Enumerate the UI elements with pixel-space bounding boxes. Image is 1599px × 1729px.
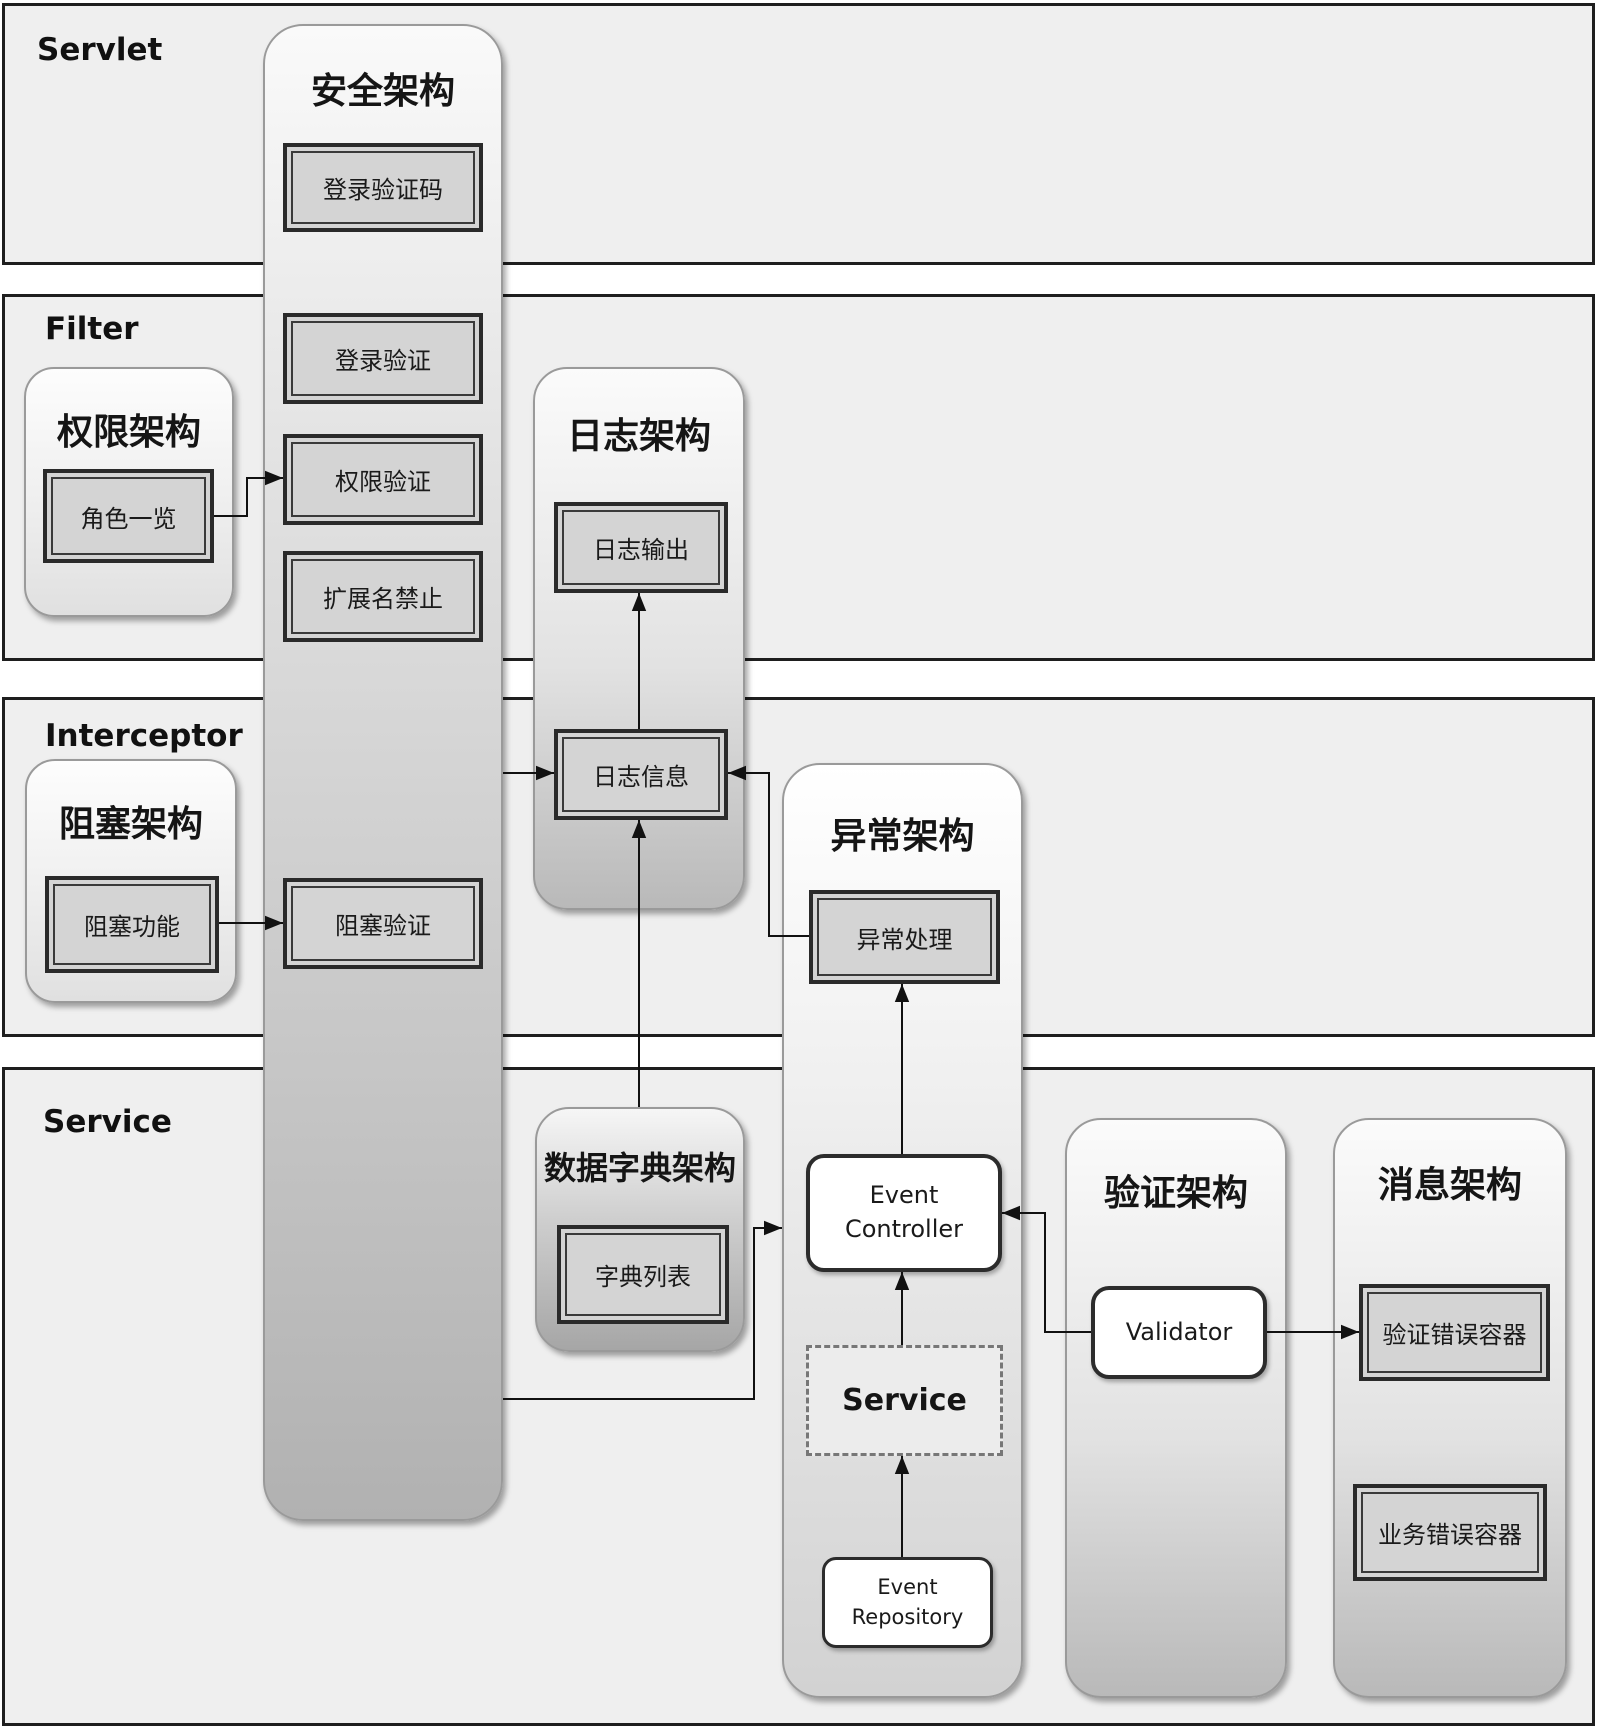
event-controller-label-line1: Event [869, 1181, 939, 1210]
layer-title-service: Service [43, 1104, 172, 1140]
message-architecture-title: 消息架构 [1377, 1165, 1522, 1206]
event-repository-label-line1: Event [877, 1575, 938, 1600]
dict-list-module[interactable]: 字典列表 [557, 1225, 729, 1324]
exception-handling-module[interactable]: 异常处理 [809, 890, 1000, 984]
blocking-architecture-title: 阻塞架构 [58, 804, 203, 845]
layer-filter: Filter [2, 294, 1595, 661]
validation-error-container-module[interactable]: 验证错误容器 [1359, 1284, 1550, 1381]
validation-architecture: 验证架构 [1065, 1118, 1287, 1698]
validator-box[interactable]: Validator [1091, 1286, 1267, 1379]
extension-block-module[interactable]: 扩展名禁止 [283, 551, 483, 642]
logging-architecture-title: 日志架构 [566, 416, 711, 457]
login-verify-module[interactable]: 登录验证 [283, 313, 483, 404]
permission-verify-module[interactable]: 权限验证 [283, 434, 483, 525]
event-controller-label-line2: Controller [844, 1215, 964, 1243]
block-function-module[interactable]: 阻塞功能 [45, 876, 219, 973]
logging-architecture: 日志架构 [533, 367, 745, 910]
layer-title-interceptor: Interceptor [45, 718, 243, 754]
message-architecture: 消息架构 [1333, 1118, 1567, 1698]
business-error-container-module[interactable]: 业务错误容器 [1353, 1484, 1547, 1581]
block-verify-module[interactable]: 阻塞验证 [283, 878, 483, 969]
log-info-module[interactable]: 日志信息 [554, 729, 728, 820]
validation-architecture-title: 验证架构 [1103, 1173, 1248, 1214]
event-repository-box[interactable]: Event Repository [822, 1557, 993, 1648]
security-architecture: 安全架构 [263, 24, 503, 1521]
service-box[interactable]: Service [806, 1345, 1003, 1456]
security-architecture-title: 安全架构 [310, 71, 455, 112]
log-output-module[interactable]: 日志输出 [554, 502, 728, 593]
layer-servlet: Servlet [2, 3, 1595, 265]
permission-architecture-title: 权限架构 [56, 412, 201, 453]
event-controller-box[interactable]: Event Controller [806, 1154, 1002, 1272]
login-captcha-module[interactable]: 登录验证码 [283, 143, 483, 232]
layer-title-servlet: Servlet [37, 32, 163, 68]
event-repository-label-line2: Repository [851, 1604, 964, 1629]
dictionary-architecture-title: 数据字典架构 [543, 1149, 736, 1187]
exception-architecture-title: 异常架构 [830, 816, 975, 857]
layer-title-filter: Filter [45, 311, 139, 347]
role-list-module[interactable]: 角色一览 [43, 469, 214, 563]
